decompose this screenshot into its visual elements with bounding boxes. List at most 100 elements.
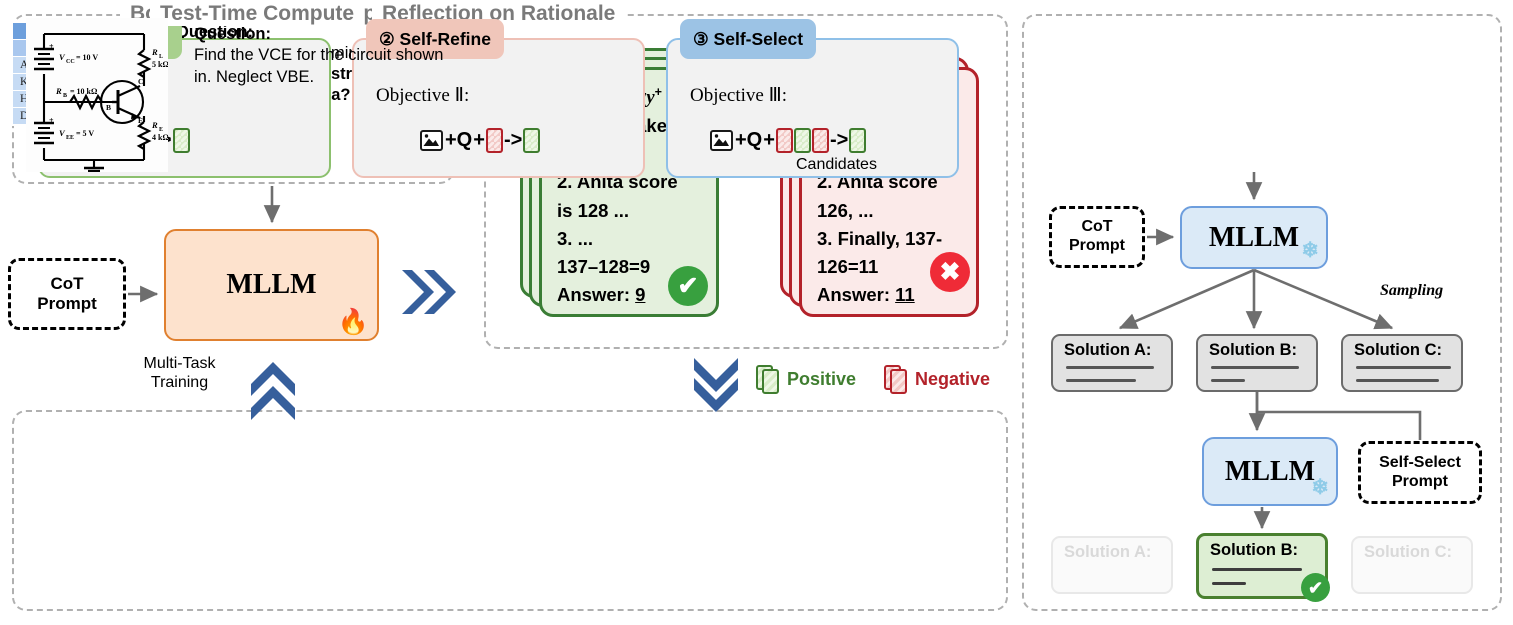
svg-text:R: R	[55, 86, 62, 96]
final-solution-c-label: Solution C:	[1364, 543, 1452, 561]
test-time-compute-panel	[1022, 14, 1502, 611]
reflection-on-rationale-panel	[12, 410, 1008, 611]
plus-q-label: +Q	[735, 129, 763, 151]
cross-icon: ✖	[930, 252, 970, 292]
positive-answer: Answer: 9	[557, 281, 708, 309]
positive-legend-label: Positive	[787, 369, 857, 389]
svg-text:L: L	[159, 54, 163, 60]
solution-line	[1212, 568, 1302, 571]
svg-text:= 10 kΩ: = 10 kΩ	[70, 87, 98, 96]
negative-legend: Negative	[884, 365, 990, 394]
svg-text:E: E	[138, 116, 143, 125]
positive-chip-stack	[756, 365, 782, 394]
output-chip-positive	[849, 128, 867, 153]
output-chip-positive	[172, 128, 190, 153]
mllm-label: MLLM	[226, 269, 317, 300]
plus-label: +	[473, 129, 485, 151]
snowflake-icon: ❄	[1301, 238, 1319, 262]
svg-text:R: R	[151, 120, 158, 130]
svg-text:+: +	[49, 116, 54, 125]
svg-text:= 5 V: = 5 V	[76, 129, 94, 138]
candidates-label: Candidates	[796, 156, 877, 173]
negative-chip-stack	[884, 365, 910, 394]
final-solution-box-a[interactable]: Solution A:	[1051, 536, 1173, 594]
final-solution-box-c[interactable]: Solution C:	[1351, 536, 1473, 594]
candidate-chip-positive	[793, 128, 811, 153]
objective-label-3: Objective Ⅲ:	[690, 85, 787, 106]
check-icon: ✔	[668, 266, 708, 306]
solution-box-c[interactable]: Solution C:	[1341, 334, 1463, 392]
svg-text:5 kΩ: 5 kΩ	[152, 60, 168, 69]
tab-self-select[interactable]: ③ Self-Select	[680, 19, 817, 59]
step-line: 126=11	[817, 255, 879, 277]
solution-line	[1211, 379, 1245, 382]
solution-line	[1356, 366, 1451, 369]
answer-label: Answer:	[557, 283, 636, 305]
ttc-question-text: Find the VCE for the circuit shown in. N…	[194, 46, 444, 86]
solution-line	[1356, 379, 1439, 382]
solution-b-label: Solution B:	[1209, 341, 1297, 359]
frozen-mllm-box-1: MLLM ❄	[1180, 206, 1328, 269]
candidate-chip-negative	[811, 128, 829, 153]
step-line: 3. ...	[557, 227, 593, 249]
trainable-mllm-box: MLLM 🔥	[164, 229, 379, 341]
objective-card-self-refine: ② Self-Refine Objective Ⅱ: +Q + ->	[352, 19, 645, 178]
svg-text:B: B	[106, 103, 111, 112]
positive-legend: Positive	[756, 365, 856, 394]
svg-text:4 kΩ: 4 kΩ	[152, 133, 168, 142]
plus-label: +	[763, 129, 775, 151]
final-solution-a-label: Solution A:	[1064, 543, 1152, 561]
step-line: 137–128=9	[557, 255, 651, 277]
objective-card-self-select: ③ Self-Select Objective Ⅲ: +Q + -> Candi…	[666, 19, 959, 178]
chevron-down-group	[694, 358, 738, 412]
final-solution-box-b[interactable]: Solution B: ✔	[1196, 533, 1330, 602]
ttc-panel-title: Test-Time Compute	[150, 2, 365, 26]
svg-text:R: R	[151, 47, 158, 57]
mllm-label: MLLM	[1208, 221, 1300, 253]
negative-legend-label: Negative	[915, 369, 991, 389]
step-line: is 128 ...	[557, 199, 629, 221]
svg-text:+: +	[49, 42, 54, 51]
tab-self-refine[interactable]: ② Self-Refine	[366, 19, 504, 59]
objective-label-2: Objective Ⅱ:	[376, 85, 470, 106]
output-chip-positive	[523, 128, 541, 153]
chevron-right-group	[402, 270, 456, 314]
solution-box-a[interactable]: Solution A:	[1051, 334, 1173, 392]
mllm-label: MLLM	[1224, 455, 1316, 487]
sampling-label: Sampling	[1380, 282, 1444, 299]
solution-a-label: Solution A:	[1064, 341, 1152, 359]
snowflake-icon: ❄	[1311, 475, 1329, 499]
ttc-question-label: Question:	[194, 25, 271, 43]
frozen-mllm-box-2: MLLM ❄	[1202, 437, 1338, 506]
svg-text:EE: EE	[66, 135, 74, 141]
check-icon: ✔	[1301, 573, 1330, 602]
objective-formula-2: +Q + ->	[420, 128, 541, 153]
svg-text:V: V	[59, 128, 66, 138]
step-line: 3. Finally, 137-	[817, 227, 943, 249]
solution-line	[1211, 366, 1299, 369]
transistor-circuit-diagram: + V CC = 10 V + V EE = 5 V R B = 10 kΩ R…	[26, 18, 169, 173]
final-solution-b-label: Solution B:	[1210, 541, 1298, 559]
objective-formula-3: +Q + ->	[710, 128, 867, 153]
bootstrapped-cot-panel	[484, 14, 1008, 349]
legend-card-front	[890, 369, 907, 394]
svg-text:V: V	[59, 52, 66, 62]
solution-c-label: Solution C:	[1354, 341, 1442, 359]
svg-text:B: B	[63, 93, 67, 99]
arrow-label: ->	[503, 129, 523, 151]
fire-icon: 🔥	[337, 309, 369, 336]
plus-q-label: +Q	[445, 129, 473, 151]
answer-label: Answer:	[817, 283, 896, 305]
candidate-chip-negative	[775, 128, 793, 153]
svg-text:E: E	[159, 127, 163, 133]
image-icon	[710, 130, 733, 151]
heading-sup: +	[654, 85, 662, 99]
input-chip-negative	[485, 128, 503, 153]
answer-value: 9	[635, 283, 646, 305]
solution-box-b[interactable]: Solution B:	[1196, 334, 1318, 392]
question-label: Question:	[176, 23, 253, 41]
